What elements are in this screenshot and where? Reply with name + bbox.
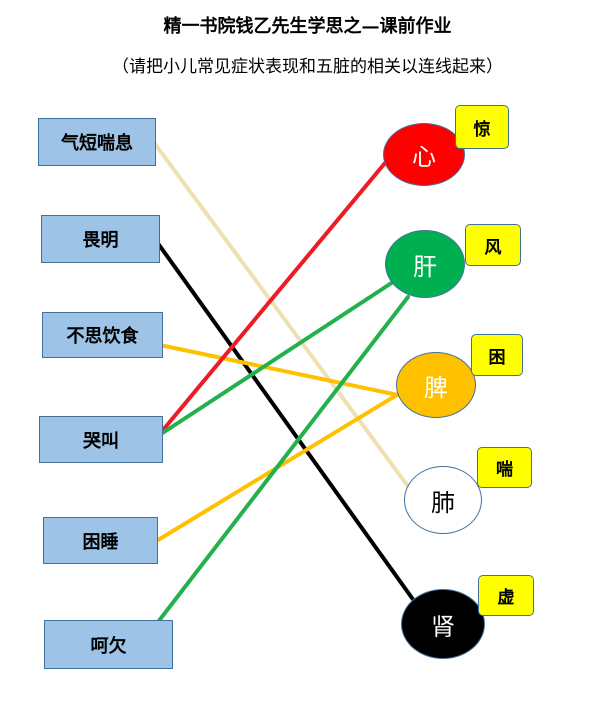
symptom-box-0: 气短喘息 [38, 118, 156, 166]
connection-line-4 [156, 280, 395, 438]
symptom-box-4: 困睡 [43, 517, 158, 564]
organ-tag-heart: 惊 [455, 105, 509, 149]
organ-tag-spleen: 困 [471, 334, 523, 376]
organ-kidney: 肾 [401, 589, 485, 659]
organ-spleen: 脾 [396, 352, 476, 418]
organ-lung: 肺 [404, 466, 482, 534]
connection-line-6 [156, 295, 410, 624]
connection-line-2 [158, 343, 400, 397]
organ-tag-lung: 喘 [477, 447, 532, 488]
symptom-box-3: 哭叫 [39, 416, 163, 463]
page-subtitle: （请把小儿常见症状表现和五脏的相关以连线起来） [112, 57, 503, 77]
connection-line-0 [150, 138, 415, 495]
organ-tag-liver: 风 [465, 224, 521, 266]
organ-liver: 肝 [385, 230, 465, 298]
connection-line-3 [156, 161, 387, 438]
symptom-box-1: 畏明 [41, 215, 160, 263]
organ-tag-kidney: 虚 [478, 575, 534, 616]
page-title: 精一书院钱乙先生学思之—课前作业 [163, 16, 452, 37]
organ-heart: 心 [383, 123, 465, 186]
symptom-box-5: 呵欠 [44, 620, 173, 669]
symptom-box-2: 不思饮食 [42, 312, 163, 358]
connection-line-1 [155, 240, 419, 607]
